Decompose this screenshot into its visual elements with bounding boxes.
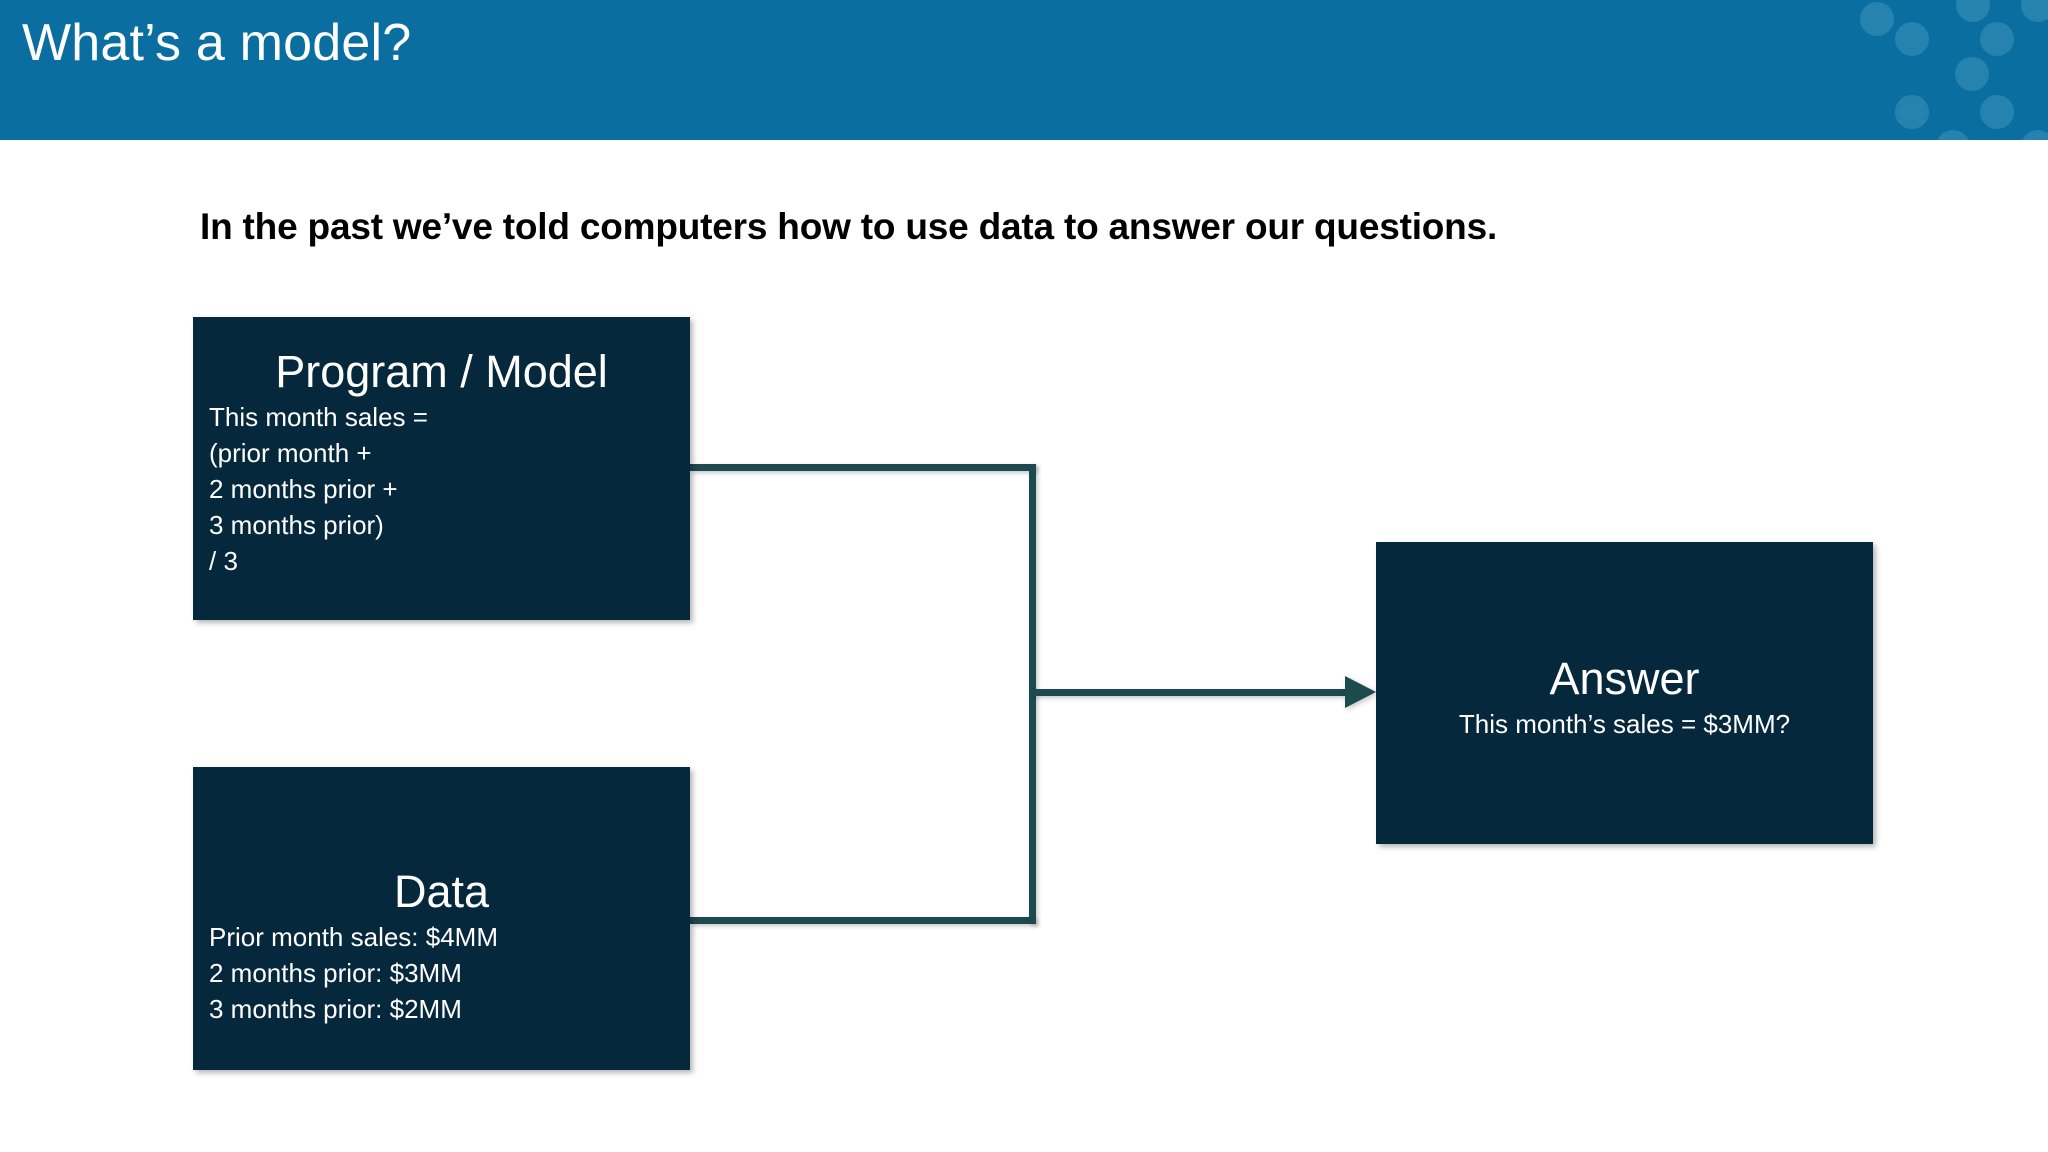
connector-program-horizontal: [690, 464, 1036, 471]
node-program-model-line-1: This month sales =: [209, 402, 428, 432]
node-data: Data Prior month sales: $4MM 2 months pr…: [193, 767, 690, 1070]
node-data-line-1: Prior month sales: $4MM: [209, 922, 498, 952]
node-program-model: Program / Model This month sales = (prio…: [193, 317, 690, 620]
decorative-dot: [1956, 0, 1990, 22]
connector-vertical-join: [1029, 464, 1036, 924]
arrow-head-icon: [1345, 676, 1376, 708]
decorative-dot: [2021, 0, 2048, 22]
node-data-line-3: 3 months prior: $2MM: [209, 994, 462, 1024]
subtitle-text: In the past we’ve told computers how to …: [200, 206, 1498, 247]
page-title: What’s a model?: [22, 14, 412, 72]
node-data-line-2: 2 months prior: $3MM: [209, 958, 462, 988]
decorative-dot: [1955, 57, 1989, 91]
connector-data-horizontal: [690, 917, 1036, 924]
node-program-model-line-4: 3 months prior): [209, 510, 384, 540]
node-answer-line-1: This month’s sales = $3MM?: [1458, 709, 1791, 739]
decorative-dot: [1936, 130, 1970, 140]
decorative-dot: [1895, 22, 1929, 56]
decorative-dot: [1860, 2, 1894, 36]
node-program-model-line-3: 2 months prior +: [209, 474, 398, 504]
decorative-dot: [1980, 22, 2014, 56]
header-banner: What’s a model?: [0, 0, 2048, 140]
decorative-dot: [1980, 95, 2014, 129]
decorative-dot: [1895, 95, 1929, 129]
node-answer-title: Answer: [1549, 653, 1700, 704]
header-dot-decoration: [1838, 0, 2048, 140]
node-data-title: Data: [393, 866, 490, 917]
node-program-model-title: Program / Model: [275, 346, 608, 397]
connector-arrow-shaft: [1033, 689, 1353, 696]
node-program-model-line-5: / 3: [209, 546, 238, 576]
node-program-model-line-2: (prior month +: [209, 438, 372, 468]
node-answer: Answer This month’s sales = $3MM?: [1376, 542, 1873, 844]
decorative-dot: [2021, 130, 2048, 140]
